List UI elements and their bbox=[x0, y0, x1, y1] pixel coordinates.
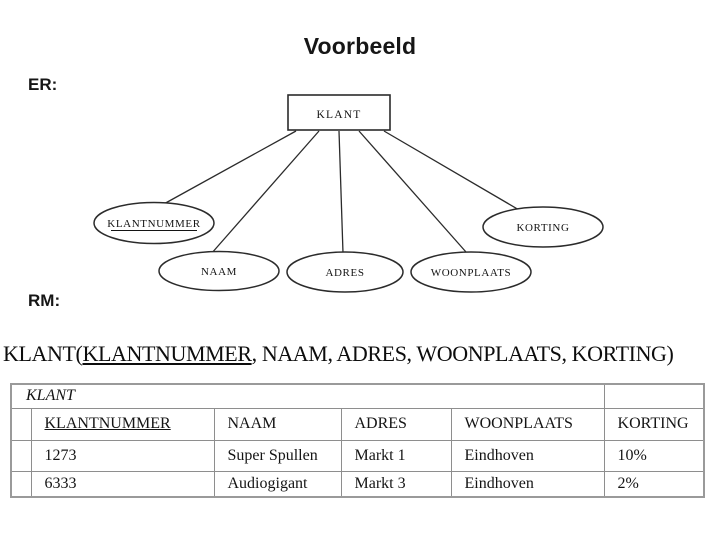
relation-table: KLANT KLANTNUMMER NAAM ADRES WOONPLAATS … bbox=[10, 383, 706, 498]
table-caption-row: KLANT bbox=[10, 383, 705, 409]
attribute-ellipse-woonplaats bbox=[410, 251, 532, 293]
selector-cell bbox=[10, 439, 32, 472]
cell-klantnummer: 1273 bbox=[30, 439, 215, 472]
cell-klantnummer: 6333 bbox=[30, 470, 215, 498]
column-header-klantnummer: KLANTNUMMER bbox=[30, 407, 215, 441]
attribute-label-klantnummer: KLANTNUMMER bbox=[107, 218, 200, 230]
cell-naam: Audiogigant bbox=[213, 470, 342, 498]
attribute-label-adres: ADRES bbox=[325, 267, 364, 279]
attribute-label-korting: KORTING bbox=[516, 222, 569, 234]
table-row: 1273 Super Spullen Markt 1 Eindhoven 10% bbox=[10, 439, 705, 472]
cell-korting: 10% bbox=[603, 439, 705, 472]
table-caption-empty-cell bbox=[603, 383, 705, 409]
attribute-label-woonplaats: WOONPLAATS bbox=[431, 267, 512, 279]
connector-line-woonplaats bbox=[358, 130, 467, 253]
entity-box bbox=[287, 94, 391, 131]
attribute-label-naam: NAAM bbox=[201, 266, 237, 278]
relation-schema: KLANT(KLANTNUMMER, NAAM, ADRES, WOONPLAA… bbox=[3, 341, 674, 367]
connector-line-naam bbox=[210, 130, 320, 255]
table-caption: KLANT bbox=[10, 383, 605, 409]
connector-line-klantnummer bbox=[161, 130, 297, 206]
column-header-korting: KORTING bbox=[603, 407, 705, 441]
relation-schema-suffix: , NAAM, ADRES, WOONPLAATS, KORTING) bbox=[251, 341, 674, 366]
cell-naam: Super Spullen bbox=[213, 439, 342, 472]
rm-section-label: RM: bbox=[28, 291, 61, 310]
cell-korting: 2% bbox=[603, 470, 705, 498]
attribute-ellipse-adres bbox=[286, 251, 404, 293]
table-row: 6333 Audiogigant Markt 3 Eindhoven 2% bbox=[10, 470, 705, 498]
cell-woonplaats: Eindhoven bbox=[450, 439, 605, 472]
table-header-row: KLANTNUMMER NAAM ADRES WOONPLAATS KORTIN… bbox=[10, 407, 705, 441]
connector-lines bbox=[161, 130, 527, 255]
relation-schema-prefix: KLANT( bbox=[3, 341, 83, 366]
cell-adres: Markt 1 bbox=[340, 439, 452, 472]
cell-adres: Markt 3 bbox=[340, 470, 452, 498]
attribute-ellipse-klantnummer bbox=[93, 201, 215, 245]
selector-cell bbox=[10, 470, 32, 498]
connector-line-adres bbox=[338, 130, 344, 254]
er-diagram: KLANT KLANTNUMMER NAAM ADRES WOONPLAATS … bbox=[93, 94, 604, 293]
slide-title: Voorbeeld bbox=[303, 33, 417, 59]
column-header-naam: NAAM bbox=[213, 407, 342, 441]
attribute-ellipse-naam bbox=[158, 250, 280, 292]
column-header-woonplaats: WOONPLAATS bbox=[450, 407, 605, 441]
attribute-ellipse-korting bbox=[482, 206, 604, 248]
column-header-adres: ADRES bbox=[340, 407, 452, 441]
relation-schema-key-attribute: KLANTNUMMER bbox=[82, 341, 252, 366]
entity-label: KLANT bbox=[317, 109, 362, 121]
er-section-label: ER: bbox=[28, 75, 58, 94]
selector-cell bbox=[10, 407, 32, 441]
cell-woonplaats: Eindhoven bbox=[450, 470, 605, 498]
connector-line-korting bbox=[383, 130, 527, 215]
